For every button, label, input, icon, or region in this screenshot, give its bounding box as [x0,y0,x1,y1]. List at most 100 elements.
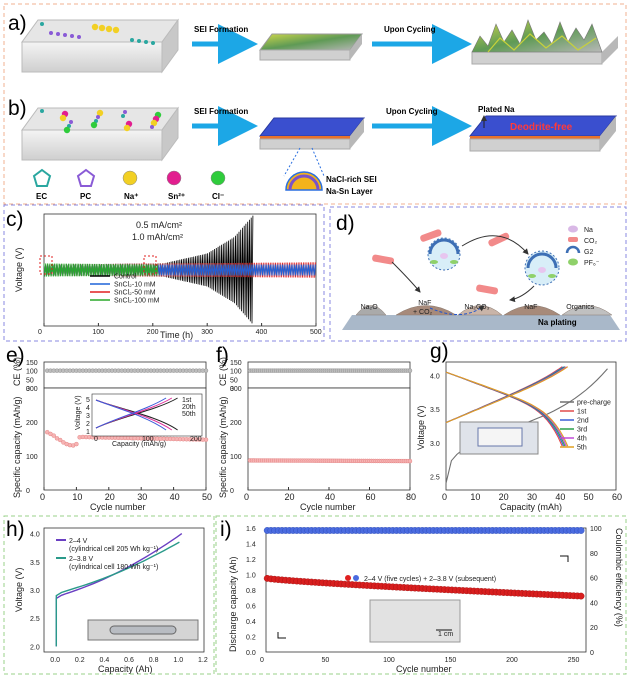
i-x-tick: 100 [383,657,395,664]
f-ylabel: Specific capacity (mAh/g) [218,396,228,498]
inset-legend-label: 20th [182,404,196,411]
g-x-tick: 50 [584,492,594,502]
y-tick-label: 200 [26,420,38,427]
d-surface-bump [355,305,387,316]
label-sei-formation-a: SEI Formation [194,25,248,34]
molecule-dot [121,114,125,118]
i-y-tick: 1.6 [246,526,256,533]
label-upon-cycling-a: Upon Cycling [384,25,436,34]
h-voltage-curve [55,541,180,647]
molecule-ring-icon [32,168,52,187]
i-x-tick: 250 [568,657,580,664]
h-xlabel: Capacity (Ah) [98,664,153,674]
d-legend-label: PF₆⁻ [584,260,600,267]
i-ylabel-right: Coulombic efficiency (%) [614,528,624,627]
c-legend-label: Control [114,274,137,281]
inset-y-tick: 3 [86,413,90,420]
c-zoom-box-1 [39,255,53,275]
ce-tick-label: 50 [230,377,238,384]
sei-plate-a [259,33,363,51]
label-plated-na: Plated Na [478,105,515,114]
y-tick-label: 0 [26,488,30,495]
na-icon [568,225,578,233]
molecule-dot [63,33,67,37]
capacity-point [203,437,209,442]
inset-legend-label: 1st [182,397,191,404]
i-y-tick: 0.8 [246,588,256,595]
i-y-tick: 0.2 [246,635,256,642]
capacity-point [51,433,56,438]
sei-plate-b [258,117,366,137]
h-y-tick: 2.0 [30,644,40,651]
ion-sphere-icon [166,170,182,186]
molecule-dot [70,34,74,38]
g-y-tick: 3.0 [430,441,440,448]
inset-y-tick: 5 [86,397,90,404]
i-y-tick: 1.4 [246,542,256,549]
inset-x-tick: 0 [94,436,98,443]
ce-tick-label: 150 [230,360,242,367]
y-tick-label: 200 [230,420,242,427]
h-x-tick: 1.0 [173,657,183,664]
y-tick-label: 100 [230,454,242,461]
c-tick-label: 400 [256,329,268,336]
i-y-tick: 1.2 [246,557,256,564]
i-y-tick-right: 40 [590,600,598,607]
molecule-dot [150,125,154,129]
g-legend-label: 3rd [577,427,587,434]
panel-letter-c: c) [6,208,24,231]
molecule-dot [130,38,134,42]
frame-d [329,206,627,342]
i-scalebar: 1 cm [438,631,453,638]
capacity-point [58,437,63,443]
g-discharge-curve [445,371,569,447]
g-legend-label: 5th [577,445,587,452]
ion-sphere-icon [122,170,138,186]
molecule-dot [98,24,106,32]
molecule-dot [40,22,44,26]
panel-letter-a: a) [8,12,27,35]
i-y-tick-right: 60 [590,576,598,583]
inset-legend-label: 50th [182,411,196,418]
e-xlabel: Cycle number [90,502,146,512]
inset-y-tick: 2 [86,421,90,428]
c-zoom-box-2 [143,255,157,275]
g-x-tick: 10 [470,492,480,502]
g-xlabel: Capacity (mAh) [500,502,562,512]
g-x-tick: 20 [499,492,509,502]
c-annotation-2: 1.0 mAh/cm² [132,232,183,242]
c-legend-label: SnCl₂-100 mM [114,298,160,305]
c-tick-label: 300 [201,329,213,336]
g-ylabel: Voltage (V) [416,405,426,450]
i-y-tick-right: 0 [590,650,594,657]
g-x-tick: 30 [527,492,537,502]
x-tick-label: 20 [285,492,295,502]
molecule-ring-icon [76,168,96,187]
g-y-tick: 3.5 [430,407,440,414]
d-substrate [342,315,620,330]
c-series-line [43,263,159,277]
label-dendrite-free: Deodrite-free [510,122,573,133]
e-inset-ylabel: Voltage (V) [75,395,82,430]
h-y-tick: 4.0 [30,532,40,539]
x-tick-label: 50 [202,492,212,502]
i-y-tick-right: 100 [590,526,602,533]
ce-tick-label: 0 [26,386,30,393]
legend-label: PC [80,192,91,201]
molecule-dot [96,115,100,119]
molecule-dot [63,126,71,134]
h-legend-label: 2–3.8 V [69,556,93,563]
c-legend-label: SnCl₂-50 mM [114,290,156,297]
g-x-tick: 60 [612,492,622,502]
d-legend-label: G2 [584,249,593,256]
h-ylabel: Voltage (V) [14,567,24,612]
ion-sphere-icon [210,170,226,186]
inset-y-tick: 4 [86,405,90,412]
x-tick-label: 40 [325,492,335,502]
